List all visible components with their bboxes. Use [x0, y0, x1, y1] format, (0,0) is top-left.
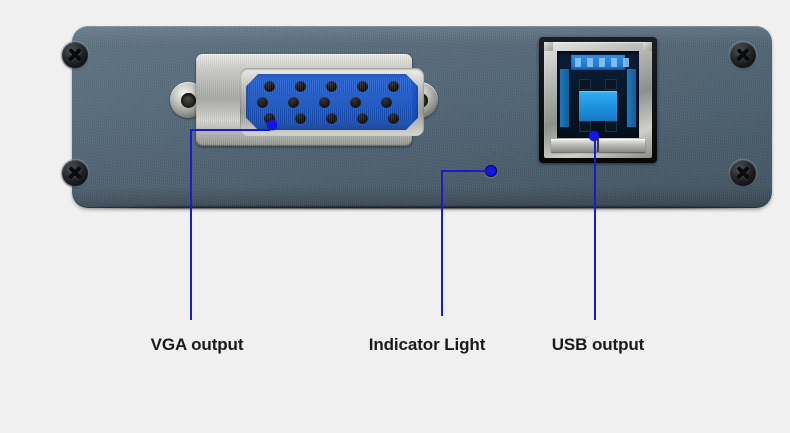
- callout-label-indicator-light: Indicator Light: [368, 335, 486, 354]
- vga-pin: [388, 113, 399, 124]
- usb3-contact-strip: [571, 55, 629, 70]
- usb-left-rail: [560, 69, 569, 127]
- vga-pin: [357, 113, 368, 124]
- vga-pin: [388, 81, 399, 92]
- vga-pin: [288, 97, 299, 108]
- panel-drop-shadow: [86, 206, 762, 209]
- screw-bottom-right: [730, 160, 756, 186]
- usb-metal-frame: [544, 42, 652, 158]
- screw-top-right: [730, 42, 756, 68]
- usb-nub-right-top: [605, 79, 617, 90]
- vga-pin-array: [246, 74, 418, 130]
- callout-line-vga-vertical: [190, 129, 192, 320]
- vga-pin: [257, 97, 268, 108]
- usb-tongue: [579, 91, 617, 121]
- usb-port: [539, 37, 657, 163]
- vga-pin: [264, 113, 275, 124]
- screw-bottom-left: [62, 160, 88, 186]
- callout-line-usb-vertical: [594, 136, 596, 320]
- usb-nub-left-top: [579, 79, 591, 90]
- vga-flange: [196, 54, 424, 146]
- vga-pin: [326, 113, 337, 124]
- vga-pin: [326, 81, 337, 92]
- vga-pin: [381, 97, 392, 108]
- callout-dot-vga-output: [267, 120, 277, 130]
- callout-line-indicator-horizontal: [441, 170, 491, 172]
- vga-pin: [295, 81, 306, 92]
- usb-right-rail: [627, 69, 636, 127]
- usb-bottom-bar: [551, 139, 645, 152]
- vga-d-shell: [246, 74, 418, 130]
- vga-port: [168, 52, 440, 148]
- vga-pin: [295, 113, 306, 124]
- usb-cavity: [557, 51, 639, 138]
- vga-pin: [357, 81, 368, 92]
- screw-top-left: [62, 42, 88, 68]
- vga-pin: [350, 97, 361, 108]
- vga-pin: [319, 97, 330, 108]
- usb-nub-left-bottom: [579, 121, 591, 132]
- callout-label-vga-output: VGA output: [150, 335, 244, 354]
- callout-line-vga-horizontal: [190, 129, 270, 131]
- callout-label-usb-output: USB output: [551, 335, 645, 354]
- callout-dot-indicator-light: [486, 166, 496, 176]
- usb-nub-right-bottom: [605, 121, 617, 132]
- callout-line-indicator-vertical: [441, 170, 443, 316]
- vga-pin: [264, 81, 275, 92]
